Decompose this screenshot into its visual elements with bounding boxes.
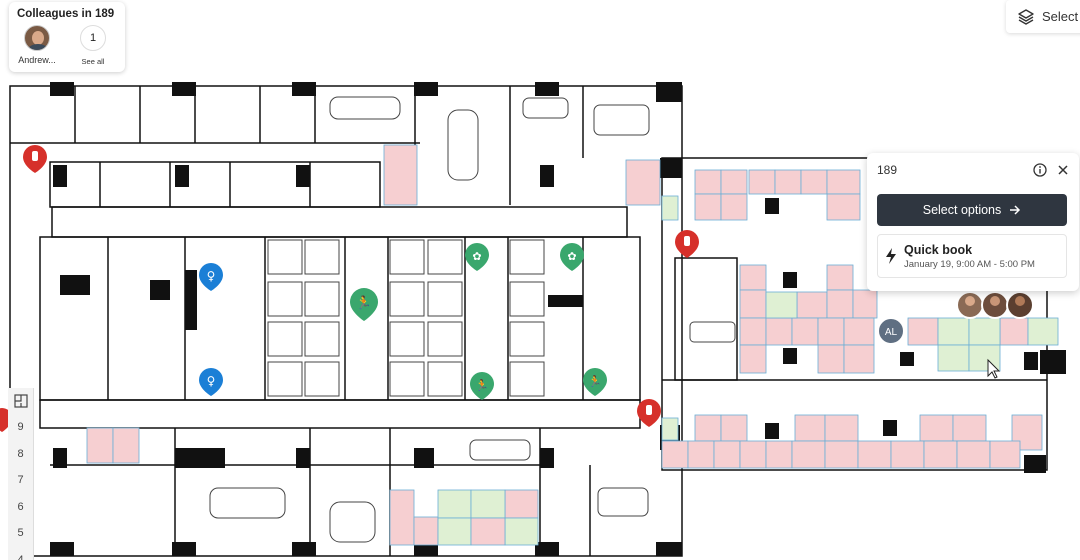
avatar[interactable] — [24, 25, 50, 51]
user-initials-avatar[interactable]: AL — [877, 317, 905, 345]
quick-book-title: Quick book — [904, 242, 973, 257]
exit-icon[interactable]: 🏃 — [350, 288, 378, 321]
fire-extinguisher-icon[interactable] — [637, 399, 661, 427]
quick-book-option[interactable]: Quick book January 19, 9:00 AM - 5:00 PM — [877, 234, 1067, 278]
floor-option[interactable]: 8 — [17, 447, 24, 460]
see-all-link[interactable]: See all — [81, 57, 105, 66]
floor-option[interactable]: 7 — [17, 474, 24, 487]
plant-icon[interactable]: ✿ — [560, 243, 584, 271]
quick-book-time: January 19, 9:00 AM - 5:00 PM — [904, 258, 1035, 270]
room-number: 189 — [877, 163, 898, 177]
floor-option[interactable]: 6 — [17, 500, 24, 513]
svg-text:✿: ✿ — [567, 250, 576, 263]
svg-text:🏃: 🏃 — [588, 375, 602, 388]
floor-option[interactable]: 4 — [17, 553, 24, 560]
floor-option[interactable]: 9 — [17, 421, 24, 434]
colleague-avatar-cluster[interactable] — [956, 291, 1034, 319]
svg-text:AL: AL — [885, 327, 898, 338]
restroom-icon[interactable]: ♀ — [199, 368, 223, 396]
svg-text:🏃: 🏃 — [356, 295, 372, 311]
colleague-name: Andrew... — [18, 55, 56, 65]
colleagues-card: Colleagues in 189 Andrew... 1 See all — [9, 2, 125, 72]
svg-text:✿: ✿ — [472, 250, 481, 263]
svg-text:♀: ♀ — [207, 269, 216, 283]
mouse-cursor-icon — [987, 358, 1001, 379]
layers-icon — [1018, 8, 1034, 25]
layers-select-label: Select — [1042, 9, 1079, 24]
select-options-button[interactable]: Select options — [877, 194, 1067, 226]
arrow-right-icon — [1010, 205, 1021, 215]
layers-select-button[interactable]: Select — [1006, 0, 1080, 33]
room-panel: 189 Select options Quick book — [867, 153, 1079, 291]
info-icon[interactable] — [1033, 163, 1047, 177]
colleagues-title: Colleagues in 189 — [17, 8, 115, 20]
fire-extinguisher-icon[interactable] — [23, 145, 47, 173]
select-options-label: Select options — [922, 203, 1002, 217]
exit-icon[interactable]: 🏃 — [470, 372, 494, 400]
colleague-item[interactable]: Andrew... — [17, 25, 57, 66]
close-icon[interactable] — [1057, 164, 1069, 176]
see-all-colleagues[interactable]: 1 See all — [73, 25, 113, 66]
colleague-count-badge[interactable]: 1 — [80, 25, 106, 51]
svg-text:♀: ♀ — [207, 374, 216, 388]
lightning-icon — [886, 248, 896, 264]
fire-extinguisher-icon[interactable] — [675, 230, 699, 258]
svg-text:🏃: 🏃 — [475, 379, 489, 392]
floor-option[interactable]: 5 — [17, 527, 24, 540]
building-outline-east-wing — [661, 157, 1048, 471]
exit-icon[interactable]: 🏃 — [583, 368, 607, 396]
floor-plan-icon[interactable] — [8, 388, 33, 414]
building-outline-main — [9, 85, 683, 557]
floor-selector: 9 8 7 6 5 4 — [8, 388, 34, 560]
restroom-icon[interactable]: ♀ — [199, 263, 223, 291]
plant-icon[interactable]: ✿ — [465, 243, 489, 271]
